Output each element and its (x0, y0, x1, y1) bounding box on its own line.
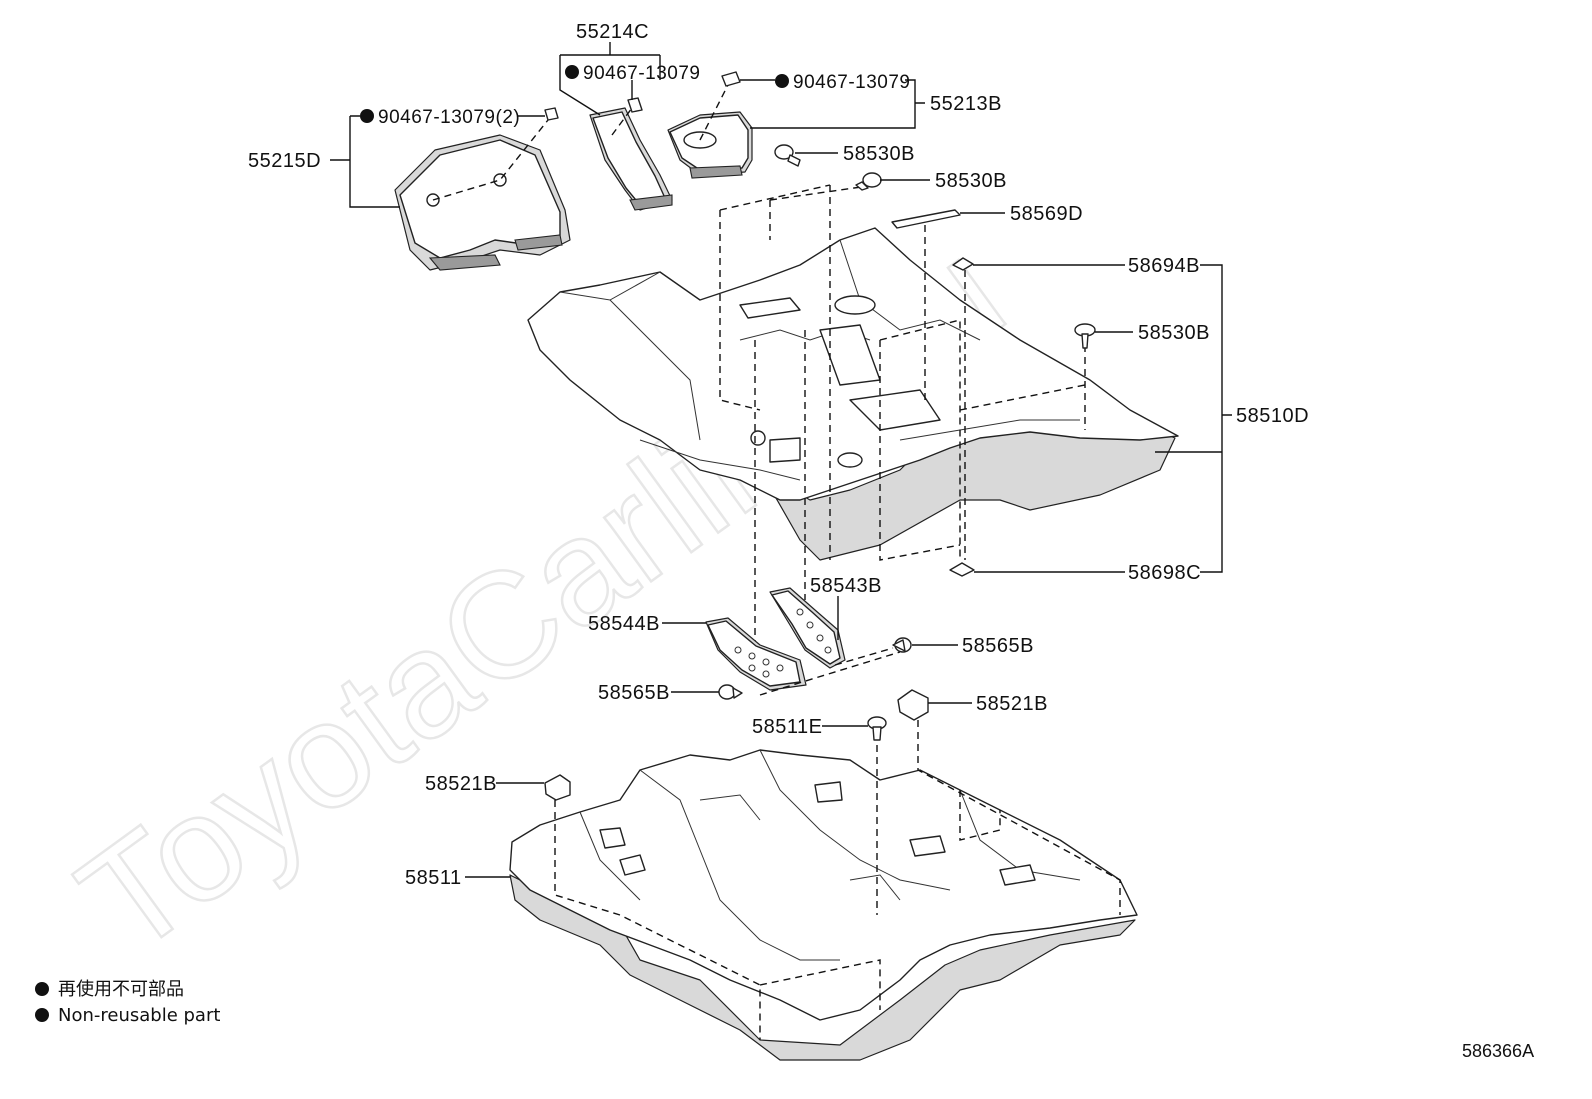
legend-japanese: 再使用不可部品 (58, 979, 184, 1000)
brackets-58544B-58543B (705, 587, 846, 691)
label-55213B: 55213B (930, 93, 1002, 115)
strip-58569D (891, 209, 961, 229)
legend-bullet-ja (35, 982, 49, 996)
legend-english: Non-reusable part (58, 1005, 220, 1026)
floor-carpet-lower-58511 (509, 749, 1138, 1061)
cover-55213B (667, 84, 753, 179)
clip-parts-90467 (544, 71, 741, 121)
cover-55214C (589, 107, 673, 211)
floor-carpet-upper-58510D (527, 227, 1179, 561)
label-90467-13079-right: 90467-13079 (793, 72, 911, 93)
label-58544B: 58544B (588, 613, 660, 635)
legend-bullet-en (35, 1008, 49, 1022)
screws-58530B (774, 144, 1096, 349)
label-58569D: 58569D (1010, 203, 1083, 225)
fasteners-58521B-58511E (544, 689, 929, 801)
label-58511E: 58511E (752, 716, 822, 738)
bolts-58565B (718, 637, 912, 700)
legend: 再使用不可部品 Non-reusable part (35, 979, 220, 1026)
label-58521B-right: 58521B (976, 693, 1048, 715)
label-58565B-right: 58565B (962, 635, 1034, 657)
label-58543B: 58543B (810, 575, 882, 597)
non-reusable-markers (360, 65, 789, 123)
upper-dashed-outlines (719, 184, 1086, 660)
figure-code: 586366A (1462, 1041, 1534, 1061)
part-labels: 55214C 90467-13079 90467-13079 55213B 90… (248, 21, 1309, 889)
label-90467-13079-left: 90467-13079(2) (378, 107, 520, 128)
label-58511: 58511 (405, 867, 462, 889)
lower-dashed-outlines (554, 647, 1121, 1040)
label-58510D: 58510D (1236, 405, 1309, 427)
label-58521B-left: 58521B (425, 773, 497, 795)
leader-lines (330, 42, 1232, 878)
label-58530B-a: 58530B (843, 143, 915, 165)
cover-55215D (394, 119, 571, 271)
label-55214C: 55214C (576, 21, 649, 43)
label-58694B: 58694B (1128, 255, 1200, 277)
bracket-holes (734, 608, 832, 678)
label-58565B-left: 58565B (598, 682, 670, 704)
label-58698C: 58698C (1128, 562, 1201, 584)
label-58530B-c: 58530B (1138, 322, 1210, 344)
label-58530B-b: 58530B (935, 170, 1007, 192)
label-90467-13079-top: 90467-13079 (583, 63, 701, 84)
fasteners-58694B-58698C (949, 257, 975, 577)
label-55215D: 55215D (248, 150, 321, 172)
